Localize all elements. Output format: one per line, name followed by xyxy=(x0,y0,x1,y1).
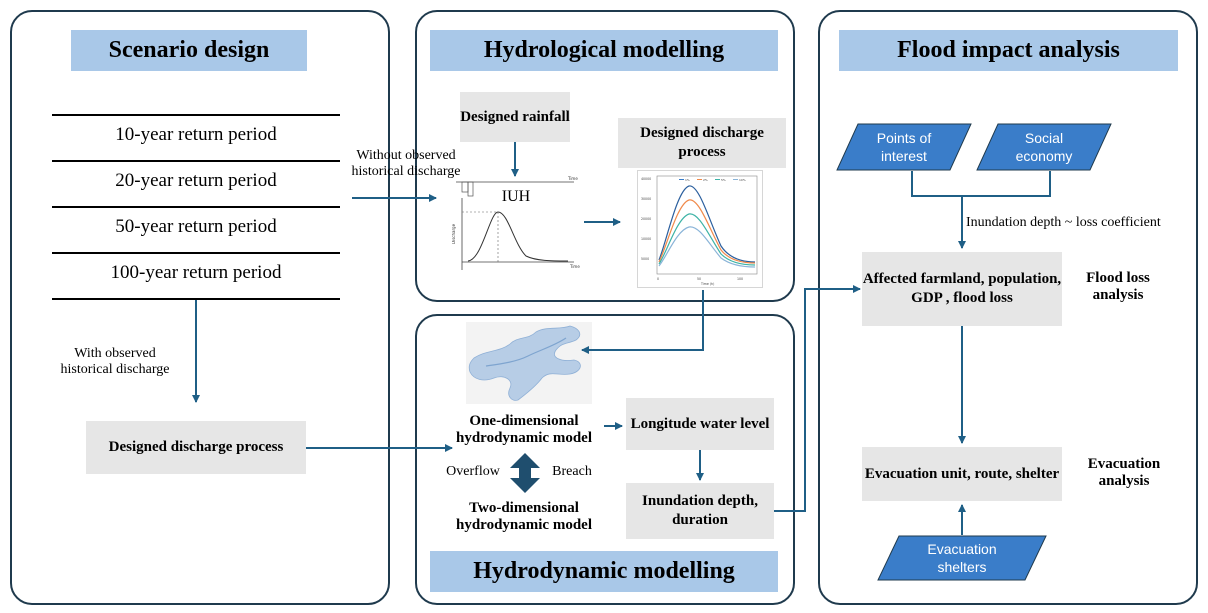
social-economy-shape: Social economy xyxy=(976,123,1112,171)
svg-text:10000: 10000 xyxy=(641,237,651,241)
discharge-chart-thumbnail: 40000 30000 20000 10000 5000 0 50 100 Time (h… xyxy=(637,170,763,288)
points-of-interest-label: Points of interest xyxy=(876,129,932,164)
two-dimensional-model-label: Two-dimensional hydrodynamic model xyxy=(456,500,592,534)
flood-impact-analysis-header: Flood impact analysis xyxy=(839,30,1178,71)
scenario-design-header: Scenario design xyxy=(71,30,307,71)
hydrodynamic-modelling-header: Hydrodynamic modelling xyxy=(430,551,778,592)
overflow-label: Overflow xyxy=(446,464,500,479)
svg-text:Discharge: Discharge xyxy=(452,223,456,244)
return-period-rule xyxy=(52,114,340,116)
double-arrow-icon xyxy=(510,453,540,493)
longitude-water-level-box: Longitude water level xyxy=(626,398,774,450)
return-period-50: 50-year return period xyxy=(115,216,277,237)
svg-text:100: 100 xyxy=(737,277,743,281)
arrow-poi-connector xyxy=(911,171,962,197)
iuh-label: IUH xyxy=(501,188,531,205)
return-period-20: 20-year return period xyxy=(115,170,277,191)
arrow-discharge-to-map xyxy=(581,290,704,354)
svg-text:5%: 5% xyxy=(721,178,726,182)
svg-text:50: 50 xyxy=(697,277,701,281)
evacuation-unit-box: Evacuation unit, route, shelter xyxy=(862,447,1062,501)
svg-text:1%: 1% xyxy=(685,178,690,182)
svg-text:20000: 20000 xyxy=(641,217,651,221)
river-map-thumbnail xyxy=(466,322,592,404)
flood-loss-analysis-label: Flood loss analysis xyxy=(1086,270,1150,304)
designed-rainfall-box: Designed rainfall xyxy=(460,92,570,142)
points-of-interest-shape: Points of interest xyxy=(836,123,972,171)
scenario-designed-discharge-box: Designed discharge process xyxy=(86,421,306,474)
hydro-designed-discharge-box: Designed discharge process xyxy=(618,118,786,168)
return-period-rule xyxy=(52,252,340,254)
svg-text:30000: 30000 xyxy=(641,197,651,201)
breach-label: Breach xyxy=(552,464,592,479)
svg-text:5000: 5000 xyxy=(641,257,649,261)
inundation-box: Inundation depth, duration xyxy=(626,483,774,539)
social-economy-label: Social economy xyxy=(1015,129,1073,164)
evacuation-analysis-label: Evacuation analysis xyxy=(1087,456,1161,490)
evacuation-shelters-shape: Evacuation shelters xyxy=(877,535,1047,581)
return-period-rule xyxy=(52,298,340,300)
loss-relation-label: Inundation depth ~ loss coefficient xyxy=(966,215,1161,230)
one-dimensional-model-label: One-dimensional hydrodynamic model xyxy=(456,413,592,447)
arrow-social-connector xyxy=(962,171,1051,197)
affected-box: Affected farmland, population, GDP , flo… xyxy=(862,252,1062,326)
evacuation-shelters-label: Evacuation shelters xyxy=(927,540,997,575)
return-period-10: 10-year return period xyxy=(115,124,277,145)
hydrological-modelling-header: Hydrological modelling xyxy=(430,30,778,71)
svg-text:10%: 10% xyxy=(739,178,746,182)
svg-text:2%: 2% xyxy=(703,178,708,182)
with-observed-label: With observed historical discharge xyxy=(60,346,170,378)
svg-text:Time: Time xyxy=(569,264,580,269)
return-period-100: 100-year return period xyxy=(110,262,282,283)
return-period-rule xyxy=(52,160,340,162)
return-period-rule xyxy=(52,206,340,208)
iuh-hydrograph-thumbnail: Discharge Time Time xyxy=(452,176,580,270)
svg-text:Time: Time xyxy=(567,176,578,181)
arrow-inundation-to-affected xyxy=(774,285,861,512)
svg-text:Time (h): Time (h) xyxy=(700,282,714,286)
svg-text:40000: 40000 xyxy=(641,177,651,181)
without-observed-label: Without observed historical discharge xyxy=(351,148,461,180)
scenario-panel xyxy=(10,10,390,605)
svg-text:0: 0 xyxy=(657,277,659,281)
